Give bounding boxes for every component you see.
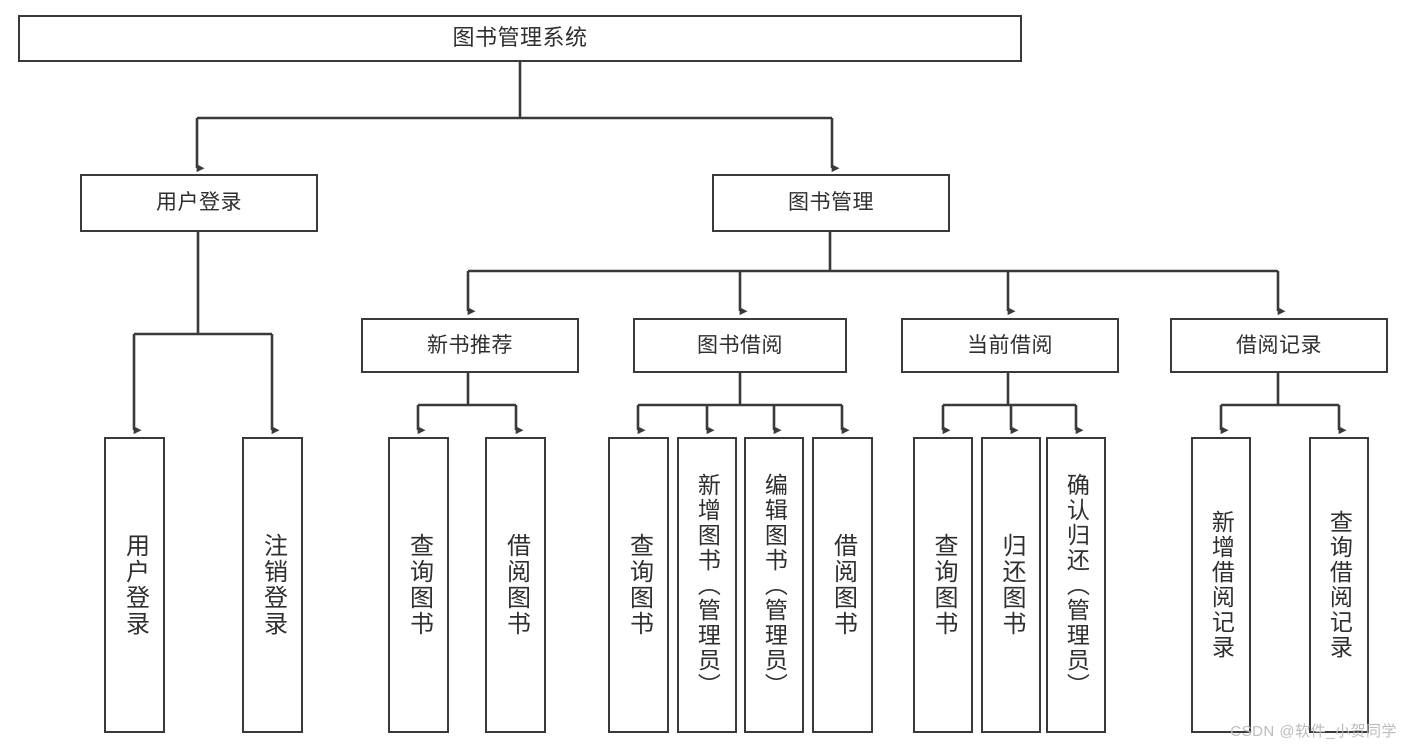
node-query-book-1[interactable]: 查询图书 (388, 437, 449, 733)
node-query-book-3[interactable]: 查询图书 (913, 437, 973, 733)
node-label: 用户登录 (121, 533, 149, 637)
node-query-book-2[interactable]: 查询图书 (608, 437, 669, 733)
node-label: 借阅图书 (829, 533, 857, 637)
node-label: 确认归还（管理员） (1063, 472, 1090, 698)
node-label: 编辑图书（管理员） (761, 472, 788, 698)
node-label: 借阅图书 (502, 533, 530, 637)
node-label: 注销登录 (259, 533, 287, 637)
node-return-book[interactable]: 归还图书 (981, 437, 1041, 733)
node-label: 当前借阅 (967, 333, 1053, 357)
node-user-login-do[interactable]: 用户登录 (104, 437, 165, 733)
node-label: 图书管理 (788, 191, 874, 215)
node-edit-book-admin[interactable]: 编辑图书（管理员） (744, 437, 804, 733)
node-user-logout[interactable]: 注销登录 (242, 437, 303, 733)
node-add-borrow-record[interactable]: 新增借阅记录 (1191, 437, 1251, 733)
node-borrow-book-1[interactable]: 借阅图书 (485, 437, 546, 733)
node-book-manage[interactable]: 图书管理 (712, 174, 950, 232)
node-borrow-book-2[interactable]: 借阅图书 (812, 437, 873, 733)
node-label: 查询借阅记录 (1326, 510, 1353, 660)
node-label: 查询图书 (929, 533, 957, 637)
node-label: 用户登录 (156, 191, 242, 215)
node-label: 图书管理系统 (452, 25, 588, 51)
node-label: 借阅记录 (1236, 333, 1322, 357)
node-current-borrow[interactable]: 当前借阅 (901, 318, 1119, 373)
node-root-system[interactable]: 图书管理系统 (18, 15, 1022, 62)
node-user-login[interactable]: 用户登录 (80, 174, 318, 232)
node-label: 新书推荐 (427, 333, 513, 357)
watermark-text: CSDN @软件_小贺同学 (1230, 723, 1397, 740)
node-label: 查询图书 (625, 533, 653, 637)
node-new-book-recommend[interactable]: 新书推荐 (361, 318, 579, 373)
node-label: 新增图书（管理员） (694, 472, 721, 698)
node-label: 查询图书 (405, 533, 433, 637)
node-borrow-record[interactable]: 借阅记录 (1170, 318, 1388, 373)
node-book-borrow[interactable]: 图书借阅 (633, 318, 847, 373)
node-label: 图书借阅 (697, 333, 783, 357)
node-add-book-admin[interactable]: 新增图书（管理员） (677, 437, 737, 733)
node-query-borrow-record[interactable]: 查询借阅记录 (1309, 437, 1369, 733)
node-label: 新增借阅记录 (1208, 510, 1235, 660)
node-label: 归还图书 (997, 533, 1025, 637)
node-confirm-return-admin[interactable]: 确认归还（管理员） (1046, 437, 1106, 733)
